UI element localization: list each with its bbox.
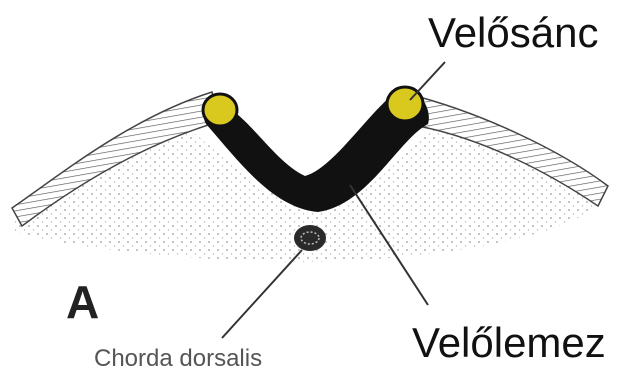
notochord-shape xyxy=(294,225,326,251)
velosanc-leader-line xyxy=(410,62,445,100)
notochord-label: Chorda dorsalis xyxy=(94,345,262,373)
neural-plate-label: Velőlemez xyxy=(412,320,606,366)
neural-fold-left xyxy=(203,94,237,126)
panel-letter: A xyxy=(66,277,99,327)
neural-fold-label: Velősánc xyxy=(428,10,598,56)
chorda-leader-line xyxy=(222,250,302,338)
